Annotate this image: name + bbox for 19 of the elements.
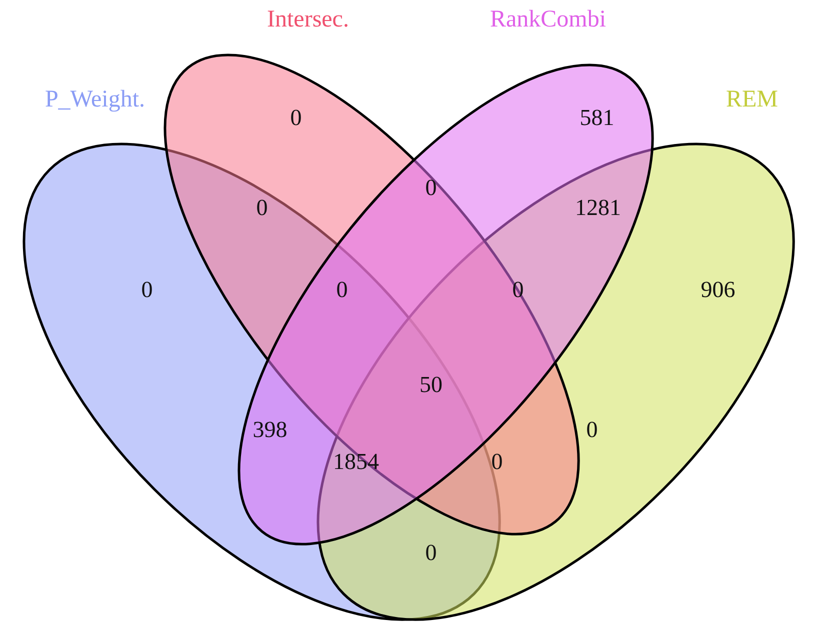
- count-label: 398: [252, 417, 288, 443]
- set-title: RankCombi: [490, 6, 606, 34]
- count-label: 0: [586, 417, 598, 443]
- count-label: 0: [491, 449, 503, 475]
- count-label: 581: [580, 105, 614, 131]
- count-label: 0: [512, 277, 524, 303]
- count-label: 0: [290, 105, 302, 131]
- count-label: 0: [425, 540, 437, 566]
- count-label: 0: [141, 277, 153, 303]
- count-label: 1281: [575, 195, 621, 221]
- count-label: 0: [336, 277, 348, 303]
- count-label: 0: [256, 195, 268, 221]
- set-title: Intersec.: [267, 6, 349, 34]
- set-title: P_Weight.: [44, 86, 146, 114]
- count-label: 50: [420, 372, 442, 398]
- set-title: REM: [726, 86, 778, 114]
- count-label: 0: [425, 175, 437, 201]
- count-label: 906: [700, 277, 736, 303]
- count-label: 1854: [333, 449, 379, 475]
